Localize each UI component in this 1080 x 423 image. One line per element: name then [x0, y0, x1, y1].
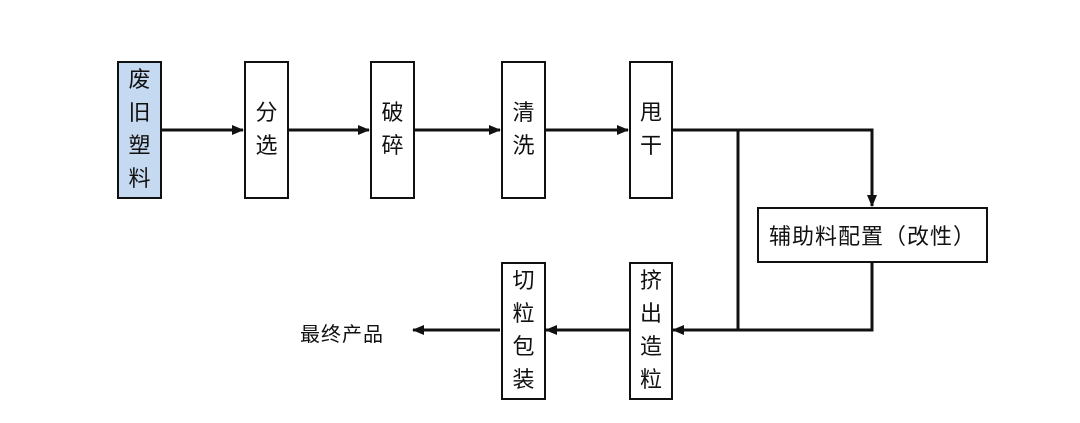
node-spin-drying: 甩干 [629, 61, 673, 199]
node-waste-plastic-label: 废旧塑料 [128, 68, 151, 192]
final-product-label: 最终产品 [300, 322, 384, 346]
node-extrusion-label: 挤出造粒 [639, 269, 662, 393]
node-spin-drying-label: 甩干 [639, 101, 662, 159]
node-extrusion: 挤出造粒 [629, 262, 673, 400]
node-cutting-packing-label: 切粒包装 [512, 269, 535, 393]
node-crushing-label: 破碎 [381, 101, 404, 159]
node-washing: 清洗 [501, 61, 546, 199]
arrow-drying-to-auxiliary [672, 128, 877, 207]
node-crushing: 破碎 [370, 61, 415, 199]
node-waste-plastic: 废旧塑料 [117, 61, 162, 199]
node-sorting: 分选 [244, 61, 289, 199]
arrow-auxiliary-to-extrusion [672, 263, 874, 335]
node-washing-label: 清洗 [512, 101, 535, 159]
node-sorting-label: 分选 [255, 101, 278, 159]
node-cutting-packing: 切粒包装 [501, 262, 546, 400]
node-auxiliary-label: 辅助料配置（改性） [768, 225, 976, 250]
node-auxiliary: 辅助料配置（改性） [757, 207, 988, 263]
